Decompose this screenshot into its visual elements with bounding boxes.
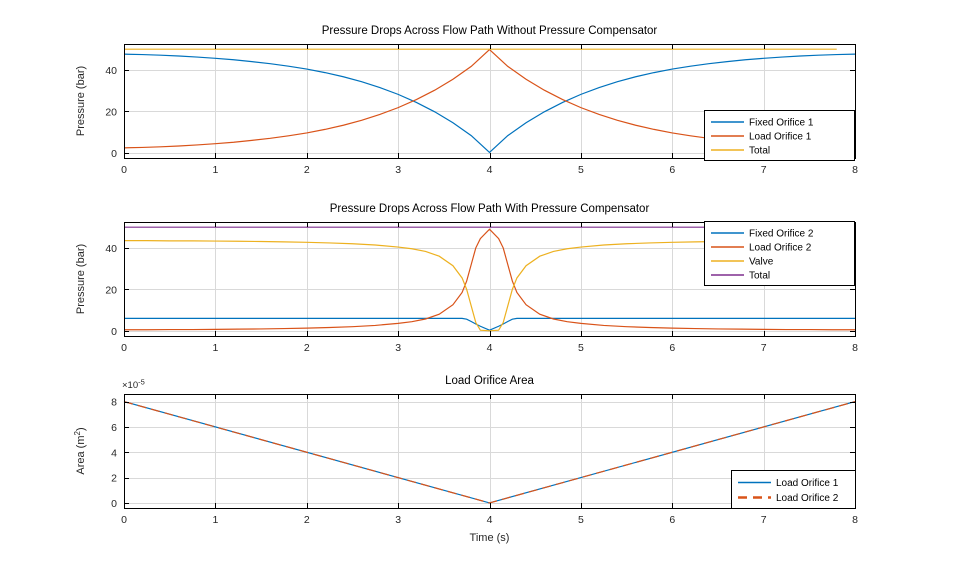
subplot-2-legend-label-2: Load Orifice 2 (749, 243, 812, 254)
subplot-2-xticklabel: 4 (487, 342, 493, 354)
subplot-3-ylabel: Area (m2) (73, 427, 87, 474)
subplot-2-xticklabel: 1 (212, 342, 218, 354)
subplot-1-xticklabel: 7 (761, 164, 767, 176)
subplot-1-series-1 (123, 53, 856, 154)
subplot-2-xticklabel: 5 (578, 342, 584, 354)
subplot-2-yticklabel: 0 (111, 326, 117, 338)
subplot-2-xticklabel: 2 (304, 342, 310, 354)
subplot-1-xticklabel: 3 (395, 164, 401, 176)
subplot-3-y-exponent: ×10-5 (122, 378, 145, 392)
subplot-3-xticklabel: 5 (578, 514, 584, 526)
subplot-3-yticklabel: 4 (111, 447, 117, 459)
subplot-3-legend-label-2: Load Orifice 2 (776, 493, 839, 504)
subplot-2-yticklabel: 20 (105, 284, 117, 296)
subplot-3-legend-box (731, 470, 856, 509)
subplot-1-legend-label-3: Total (749, 146, 770, 157)
subplot-3-xticklabel: 3 (395, 514, 401, 526)
subplot-1-xticklabel: 4 (487, 164, 493, 176)
subplot-2-xticklabel: 0 (121, 342, 127, 354)
subplot-3-yticklabel: 0 (111, 498, 117, 510)
subplot-1-xticklabel: 5 (578, 164, 584, 176)
subplot-1-xticklabel: 8 (852, 164, 858, 176)
subplot-1-xticklabel: 6 (669, 164, 675, 176)
subplot-1-legend-label-1: Fixed Orifice 1 (749, 118, 814, 129)
subplot-1-xticklabel: 2 (304, 164, 310, 176)
subplot-2: Pressure Drops Across Flow Path With Pre… (75, 203, 858, 354)
subplot-3-legend: Load Orifice 1 Load Orifice 2 (731, 470, 856, 509)
subplot-1-title: Pressure Drops Across Flow Path Without … (322, 25, 658, 37)
subplot-2-yticklabel: 40 (105, 243, 117, 255)
subplot-1-yticklabel: 20 (105, 106, 117, 118)
subplot-3-yticklabel: 6 (111, 422, 117, 434)
subplot-1-xticklabel: 1 (212, 164, 218, 176)
subplot-3-xticklabel: 7 (761, 514, 767, 526)
subplot-1-xticklabel: 0 (121, 164, 127, 176)
subplot-2-xticklabel: 3 (395, 342, 401, 354)
subplot-1-legend: Fixed Orifice 1 Load Orifice 1 Total (704, 110, 855, 161)
subplot-2-title: Pressure Drops Across Flow Path With Pre… (330, 203, 650, 215)
subplot-2-xticklabel: 8 (852, 342, 858, 354)
subplot-3-yticklabel: 2 (111, 473, 117, 485)
subplot-3-xticklabel: 6 (669, 514, 675, 526)
subplot-3-xticklabel: 0 (121, 514, 127, 526)
subplot-2-legend-label-3: Valve (749, 257, 774, 268)
subplot-2-ylabel: Pressure (bar) (75, 244, 87, 314)
subplot-1-legend-label-2: Load Orifice 1 (749, 132, 812, 143)
subplot-2-xticklabel: 6 (669, 342, 675, 354)
subplot-3-xticklabel: 8 (852, 514, 858, 526)
subplot-2-legend-label-4: Total (749, 271, 770, 282)
subplot-2-series-1 (124, 317, 855, 331)
subplot-3-xticklabel: 2 (304, 514, 310, 526)
subplot-3-title: Load Orifice Area (445, 375, 534, 387)
subplot-3-legend-label-1: Load Orifice 1 (776, 478, 839, 489)
subplot-1-ylabel: Pressure (bar) (75, 66, 87, 136)
subplot-1-yticklabel: 0 (111, 148, 117, 160)
subplot-3-xticklabel: 4 (487, 514, 493, 526)
subplot-3-yticklabel: 8 (111, 397, 117, 409)
subplot-3-series-2 (123, 401, 856, 504)
subplot-2-series-2 (124, 228, 855, 331)
subplot-2-series-3 (124, 240, 855, 332)
subplot-3-xlabel: Time (s) (470, 532, 510, 544)
subplot-3-xticklabel: 1 (212, 514, 218, 526)
subplot-1-yticklabel: 40 (105, 65, 117, 77)
subplot-2-legend-label-1: Fixed Orifice 2 (749, 229, 814, 240)
subplot-2-xticklabel: 7 (761, 342, 767, 354)
